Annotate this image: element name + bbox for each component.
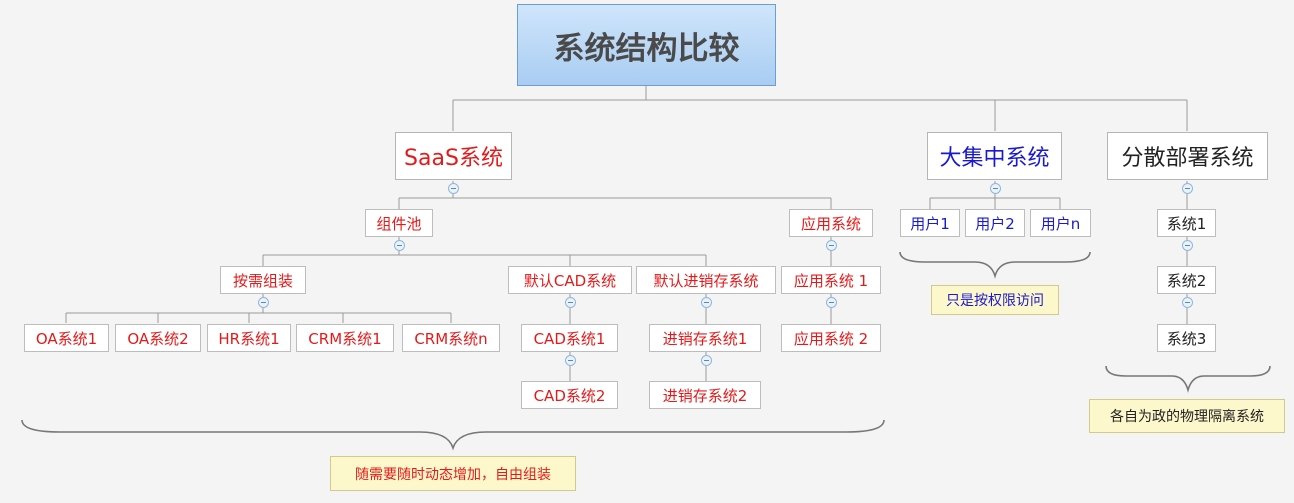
centralized-brace: [899, 251, 1091, 279]
app-system-node[interactable]: 应用系统: [789, 209, 873, 237]
collapse-toggle-icon[interactable]: [701, 297, 712, 308]
collapse-toggle-icon[interactable]: [1182, 183, 1193, 194]
inventory-item[interactable]: 进销存系统2: [649, 381, 761, 409]
root-title[interactable]: 系统结构比较: [517, 4, 776, 86]
collapse-toggle-icon[interactable]: [565, 355, 576, 366]
collapse-toggle-icon[interactable]: [1182, 297, 1193, 308]
module-item[interactable]: CRM系统1: [296, 324, 394, 352]
user-item[interactable]: 用户1: [900, 209, 960, 237]
module-item[interactable]: CRM系统n: [402, 324, 500, 352]
distributed-system-node[interactable]: 分散部署系统: [1107, 132, 1268, 180]
cad-item[interactable]: CAD系统1: [521, 324, 618, 352]
app-system-item[interactable]: 应用系统 1: [781, 266, 881, 294]
default-cad-node[interactable]: 默认CAD系统: [508, 266, 632, 294]
default-inventory-node[interactable]: 默认进销存系统: [636, 266, 776, 294]
centralized-note[interactable]: 只是按权限访问: [931, 285, 1059, 315]
inventory-item[interactable]: 进销存系统1: [649, 324, 761, 352]
collapse-toggle-icon[interactable]: [565, 297, 576, 308]
app-system-item[interactable]: 应用系统 2: [781, 324, 881, 352]
user-item[interactable]: 用户n: [1030, 209, 1091, 237]
user-item[interactable]: 用户2: [965, 209, 1025, 237]
component-pool-node[interactable]: 组件池: [365, 209, 433, 237]
collapse-toggle-icon[interactable]: [258, 297, 269, 308]
module-item[interactable]: HR系统1: [207, 324, 291, 352]
collapse-toggle-icon[interactable]: [990, 183, 1001, 194]
system-item[interactable]: 系统2: [1157, 266, 1216, 294]
saas-brace: [21, 419, 885, 451]
module-item[interactable]: OA系统1: [24, 324, 109, 352]
collapse-toggle-icon[interactable]: [448, 183, 459, 194]
collapse-toggle-icon[interactable]: [394, 240, 405, 251]
saas-system-node[interactable]: SaaS系统: [395, 132, 512, 180]
system-item[interactable]: 系统3: [1157, 324, 1216, 352]
saas-note[interactable]: 随需要随时动态增加，自由组装: [330, 456, 576, 491]
distributed-brace: [1105, 365, 1271, 393]
collapse-toggle-icon[interactable]: [826, 240, 837, 251]
collapse-toggle-icon[interactable]: [701, 355, 712, 366]
on-demand-node[interactable]: 按需组装: [220, 266, 306, 294]
collapse-toggle-icon[interactable]: [826, 297, 837, 308]
collapse-toggle-icon[interactable]: [1182, 240, 1193, 251]
centralized-system-node[interactable]: 大集中系统: [927, 132, 1062, 180]
distributed-note[interactable]: 各自为政的物理隔离系统: [1089, 399, 1285, 433]
cad-item[interactable]: CAD系统2: [521, 381, 618, 409]
system-item[interactable]: 系统1: [1157, 209, 1216, 237]
module-item[interactable]: OA系统2: [115, 324, 201, 352]
